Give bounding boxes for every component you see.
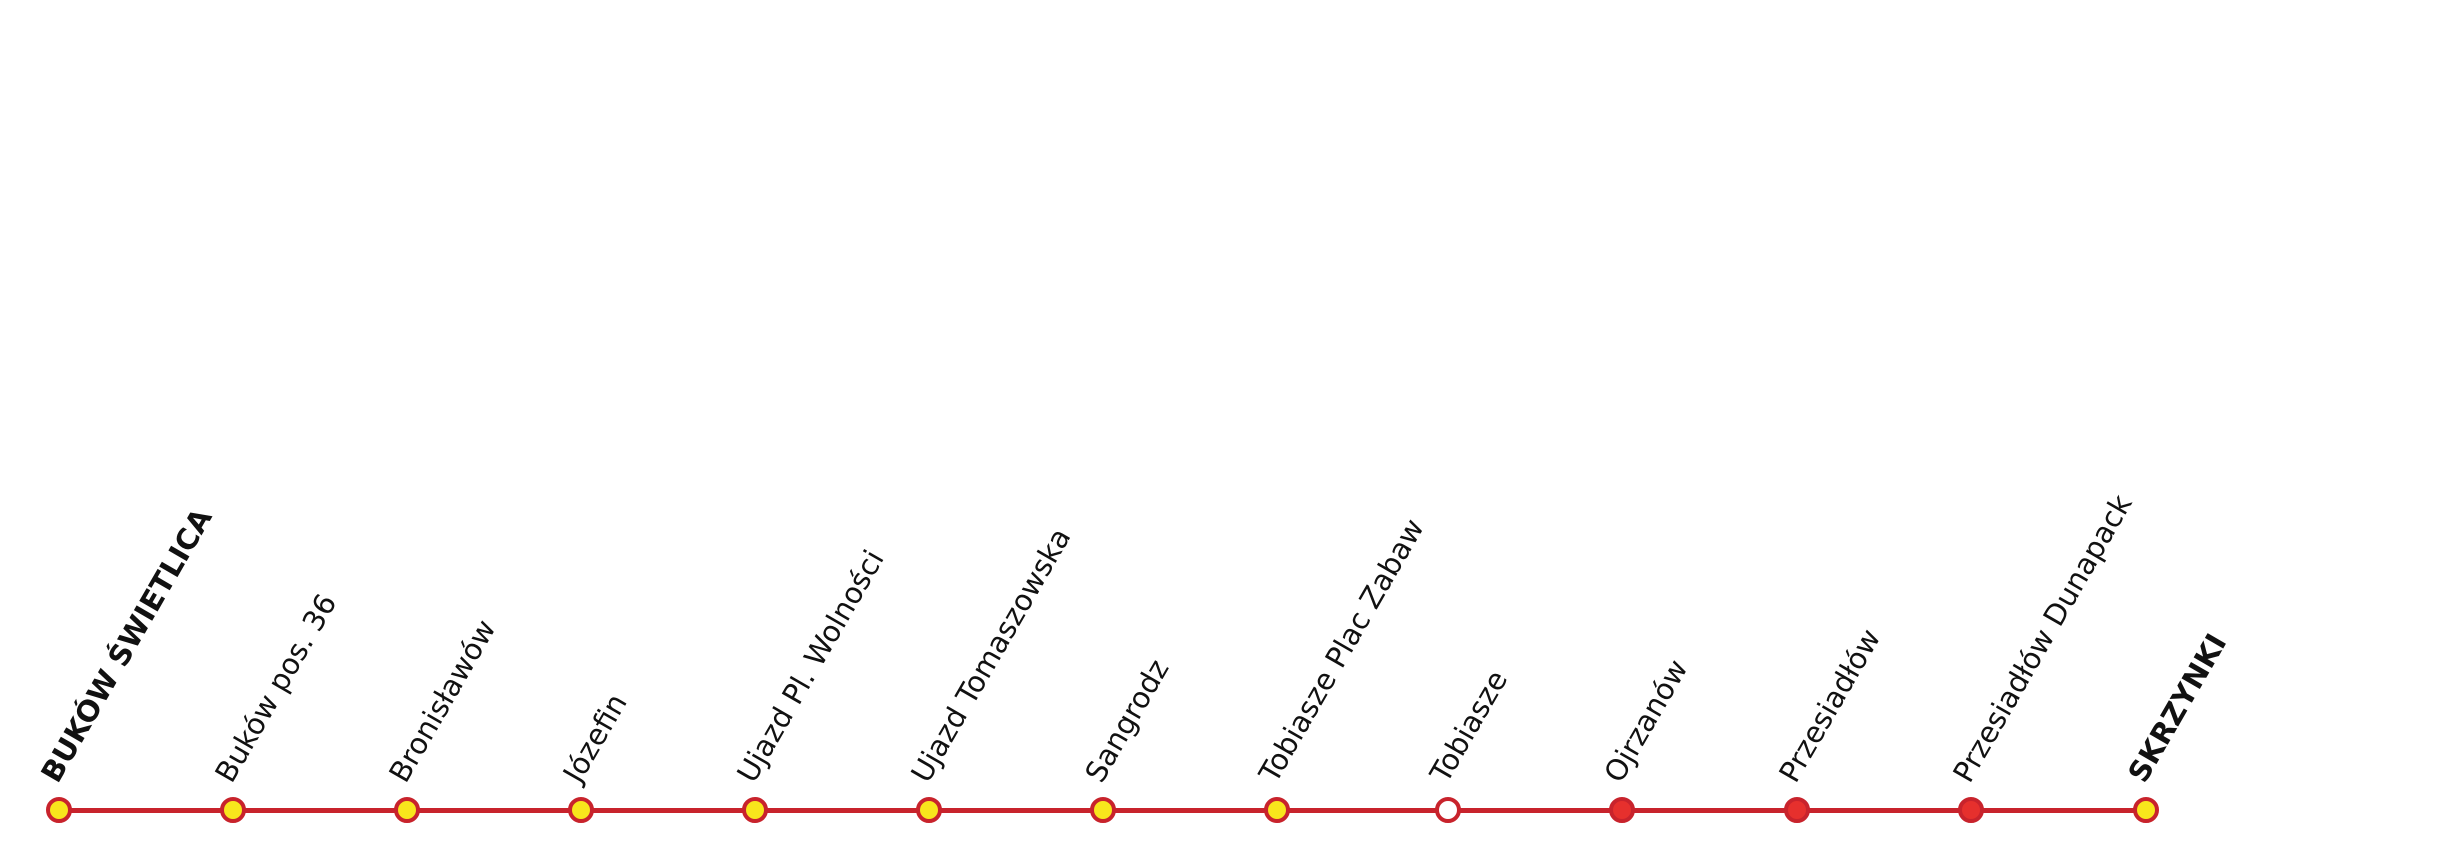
- stop-marker: [2133, 797, 2159, 823]
- stop-marker-open: [1435, 797, 1461, 823]
- stop-label: Sangrodz: [1078, 653, 1176, 788]
- stop-label: Tobiasze: [1423, 664, 1515, 788]
- stop-label-terminus: SKRZYNKI: [2121, 627, 2234, 788]
- stop-label: Józefin: [556, 687, 634, 788]
- stop-label: Bronisławów: [382, 613, 503, 788]
- stop-marker-red: [1609, 797, 1635, 823]
- stop-label: Tobiasze Plac Zabaw: [1252, 512, 1431, 788]
- stop-marker: [568, 797, 594, 823]
- stop-marker: [220, 797, 246, 823]
- stop-label: Przesiadłów: [1772, 622, 1888, 788]
- stop-label: Ujazd Pl. Wolności: [730, 544, 891, 788]
- stop-marker: [742, 797, 768, 823]
- stop-label: Ojrzanów: [1597, 653, 1695, 788]
- stop-label-terminus: BUKÓW ŚWIETLICA: [34, 502, 219, 788]
- stop-label: Przesiadłów Dunapack: [1946, 488, 2139, 788]
- stop-marker: [1090, 797, 1116, 823]
- stop-label: Ujazd Tomaszowska: [904, 522, 1078, 788]
- stop-marker: [916, 797, 942, 823]
- stop-label: Buków pos. 36: [208, 587, 344, 788]
- stop-marker: [46, 797, 72, 823]
- stop-marker-red: [1958, 797, 1984, 823]
- stop-marker: [1264, 797, 1290, 823]
- stop-marker-red: [1784, 797, 1810, 823]
- stop-marker: [394, 797, 420, 823]
